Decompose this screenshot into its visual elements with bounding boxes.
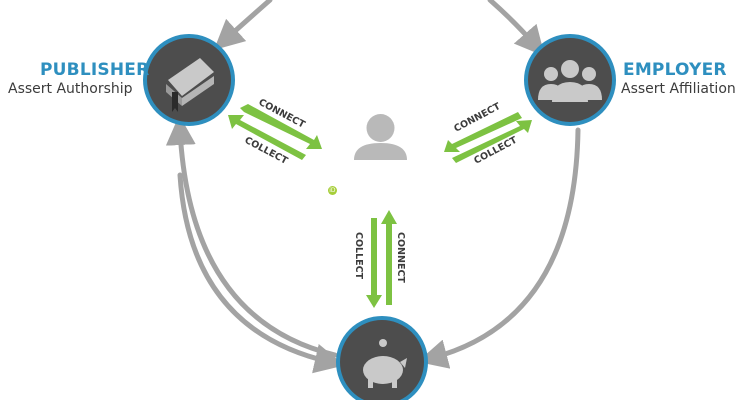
publisher-node: [143, 34, 235, 126]
cycle-arrow-top-right: [487, 0, 545, 57]
funder-node: [336, 316, 428, 400]
right-arrows: [444, 112, 532, 163]
orcid-id-value: 0000-0001-2345-6789: [339, 180, 419, 200]
employer-title: EMPLOYER: [623, 60, 727, 80]
collect-arrow-down: [366, 218, 382, 308]
cycle-arrow-top-left: [213, 0, 273, 51]
collect-arrow-right: [452, 120, 532, 163]
cycle-arrow-right: [417, 127, 581, 369]
cycle-arrow-left-up: [165, 115, 338, 358]
connect-arrow-right: [444, 112, 522, 152]
connect-arrow-left: [240, 104, 322, 149]
collect-arrow-left: [228, 115, 306, 160]
researcher-label: RESEARCHER: [339, 162, 422, 176]
person-icon: [354, 114, 407, 160]
connect-arrow-up: [381, 210, 397, 305]
orcid-id-icon: iD: [328, 185, 337, 195]
employer-node: [524, 34, 616, 126]
publisher-title: PUBLISHER: [40, 60, 150, 80]
bottom-arrows: [366, 210, 397, 308]
left-arrows: [228, 104, 322, 160]
book-icon: [166, 58, 214, 112]
piggy-bank-icon: [363, 339, 407, 388]
cycle-arrows: [165, 0, 581, 374]
bottom-connect-label: CONNECT: [395, 232, 406, 283]
cycle-arrow-left-down: [177, 172, 345, 374]
employer-subtitle: Assert Affiliation: [621, 81, 736, 97]
orcid-id-row: iD 0000-0001-2345-6789: [328, 180, 439, 200]
bottom-collect-label: COLLECT: [353, 232, 364, 280]
people-icon: [538, 60, 602, 102]
researcher-card: RESEARCHER iD 0000-0001-2345-6789: [322, 105, 439, 200]
publisher-subtitle: Assert Authorship: [8, 81, 133, 97]
